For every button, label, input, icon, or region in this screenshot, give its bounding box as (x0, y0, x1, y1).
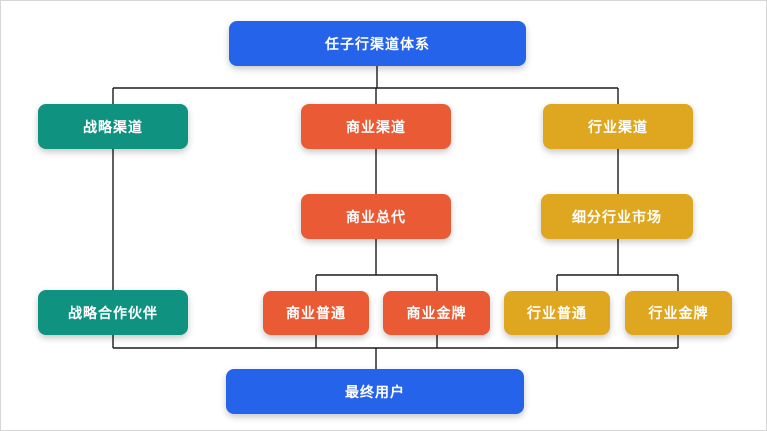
node-strategic-partner[interactable]: 战略合作伙伴 (38, 290, 188, 335)
node-commercial-channel[interactable]: 商业渠道 (301, 104, 451, 149)
node-industry-normal[interactable]: 行业普通 (504, 291, 610, 335)
node-strategic-channel[interactable]: 战略渠道 (38, 104, 188, 149)
node-commercial-agent[interactable]: 商业总代 (301, 194, 451, 239)
node-industry-segment[interactable]: 细分行业市场 (541, 194, 693, 239)
node-commercial-normal[interactable]: 商业普通 (263, 291, 369, 335)
node-commercial-gold[interactable]: 商业金牌 (383, 291, 490, 335)
node-root[interactable]: 任子行渠道体系 (229, 21, 526, 66)
node-industry-channel[interactable]: 行业渠道 (543, 104, 693, 149)
node-industry-gold[interactable]: 行业金牌 (625, 291, 732, 335)
node-end-user[interactable]: 最终用户 (226, 369, 524, 414)
